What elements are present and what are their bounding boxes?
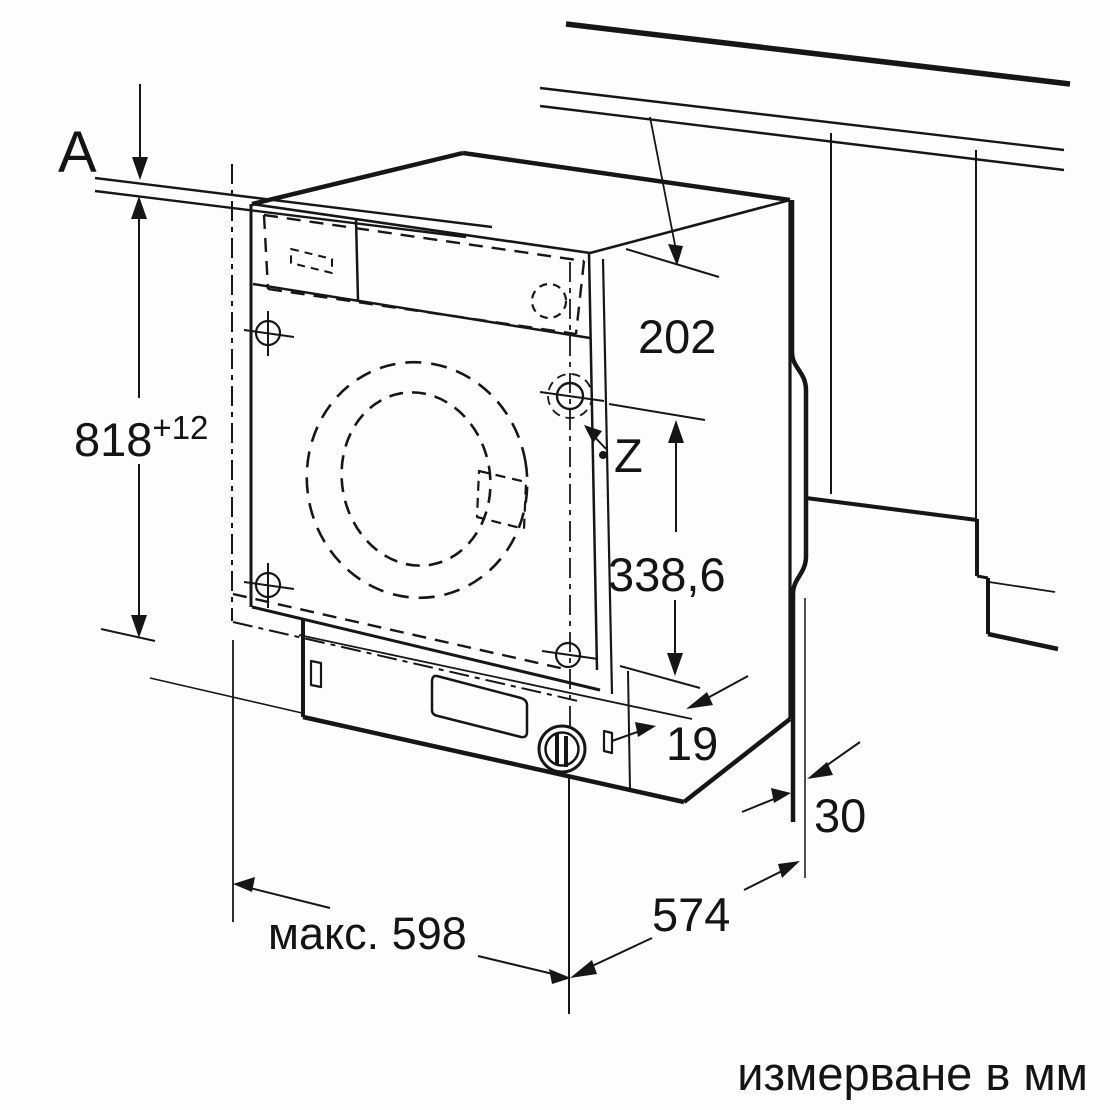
hinge-screw-marks: [243, 311, 605, 669]
label-side-gap: 30: [814, 789, 866, 842]
units-note: измерване в мм: [737, 1047, 1088, 1100]
hidden-details: [290, 248, 568, 600]
screw-mark-bottom-left: [243, 563, 295, 608]
plinth-handle-recess: [430, 674, 529, 739]
plinth-details: [309, 659, 614, 774]
label-niche-height: 818+12: [74, 409, 208, 466]
dim-top-hinge-offset: 202: [625, 116, 720, 363]
label-countertop-ref: A: [58, 120, 97, 185]
reference-lines: [100, 164, 579, 1014]
dim-depth-body: 574: [570, 861, 800, 978]
plinth-slot-left: [309, 659, 323, 689]
dim-hinge-spacing: Z 338,6: [584, 403, 726, 689]
label-top-hinge-offset: 202: [638, 310, 716, 363]
service-dial: [537, 724, 587, 774]
label-hinge-point: Z: [614, 429, 643, 482]
dim-bottom-hinge-offset: 19: [611, 675, 749, 770]
label-bottom-hinge-offset: 19: [666, 717, 718, 770]
hidden-edges: [232, 213, 586, 672]
dim-niche-height: 818+12: [74, 196, 208, 638]
adjacent-cabinet: [805, 133, 1059, 652]
door-porthole-outer: [305, 360, 529, 600]
hinge-point-dot: [599, 451, 607, 459]
label-depth-max: макс. 598: [268, 908, 467, 959]
dim-side-gap: 30: [741, 741, 866, 842]
screw-mark-bottom-right: [541, 641, 599, 669]
label-hinge-spacing: 338,6: [608, 548, 726, 601]
machine-outline: [249, 150, 792, 805]
detergent-drawer-handle: [290, 248, 333, 274]
dim-countertop-A: A: [58, 84, 148, 185]
door-handle-hidden: [475, 469, 528, 531]
label-depth-body: 574: [652, 888, 730, 941]
countertop: [94, 21, 1071, 239]
screw-mark-hinge-z: [539, 373, 605, 419]
screw-mark-top-left: [243, 311, 295, 356]
program-dial-hidden: [530, 282, 568, 320]
plinth-slot-right: [602, 729, 614, 755]
dim-depth-max: макс. 598: [233, 877, 571, 984]
door-porthole-inner: [340, 391, 492, 567]
adjacent-furniture-door-profile: [789, 200, 809, 878]
